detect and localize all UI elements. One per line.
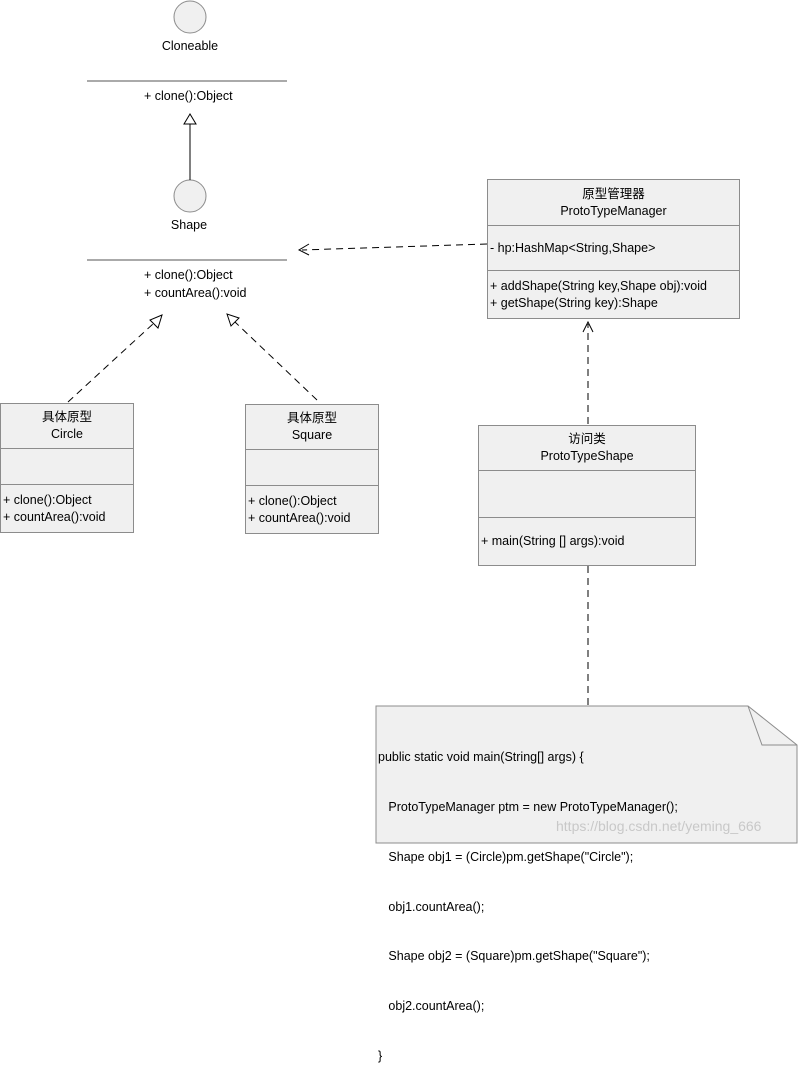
code-note-line: Shape obj1 = (Circle)pm.getShape("Circle… xyxy=(378,849,634,864)
code-note-shape xyxy=(375,705,798,844)
shape-name: Shape xyxy=(170,218,208,232)
square-title: 具体原型 Square xyxy=(246,405,378,449)
circle-to-shape-arrowhead xyxy=(149,314,163,329)
code-note-line: Shape obj2 = (Square)pm.getShape("Square… xyxy=(378,949,650,964)
shape-op-clone: + clone():Object xyxy=(144,268,233,282)
client-op-main: + main(String [] args):void xyxy=(481,534,625,548)
connector-layer xyxy=(67,0,798,844)
manager-title-en: ProtoTypeManager xyxy=(560,203,667,218)
manager-title-cn: 原型管理器 xyxy=(582,186,645,201)
circle-attributes xyxy=(1,448,133,484)
manager-attributes: - hp:HashMap<String,Shape> xyxy=(488,225,739,270)
code-note-line: obj1.countArea(); xyxy=(378,899,485,914)
client-to-manager-arrowhead xyxy=(582,320,594,333)
square-attributes xyxy=(246,449,378,485)
circle-title-en: Circle xyxy=(51,427,83,441)
client-title: 访问类 ProtoTypeShape xyxy=(479,426,695,470)
code-note-line: ProtoTypeManager ptm = new ProtoTypeMana… xyxy=(378,799,678,814)
client-attributes xyxy=(479,470,695,517)
circle-to-shape-line xyxy=(67,322,155,403)
client-title-en: ProtoTypeShape xyxy=(540,449,634,463)
prototype-manager-class[interactable]: 原型管理器 ProtoTypeManager - hp:HashMap<Stri… xyxy=(487,179,740,319)
manager-title: 原型管理器 ProtoTypeManager xyxy=(488,180,739,225)
square-to-shape-arrowhead xyxy=(226,313,240,327)
square-op-countarea: + countArea():void xyxy=(248,510,351,525)
client-title-cn: 访问类 xyxy=(568,432,606,446)
manager-op-addshape: + addShape(String key,Shape obj):void xyxy=(490,278,707,293)
watermark: https://blog.csdn.net/yeming_666 xyxy=(556,818,762,834)
client-operations: + main(String [] args):void xyxy=(479,517,695,565)
circle-op-clone: + clone():Object xyxy=(3,492,92,507)
square-operations: + clone():Object + countArea():void xyxy=(246,485,378,533)
circle-operations: + clone():Object + countArea():void xyxy=(1,484,133,532)
manager-to-shape-arrowhead xyxy=(297,243,310,256)
manager-operations: + addShape(String key,Shape obj):void + … xyxy=(488,270,739,318)
prototype-shape-class[interactable]: 访问类 ProtoTypeShape + main(String [] args… xyxy=(478,425,696,566)
code-note[interactable]: public static void main(String[] args) {… xyxy=(378,716,788,1081)
code-note-line: } xyxy=(378,1048,383,1063)
shape-interface-icon xyxy=(173,179,207,213)
square-op-clone: + clone():Object xyxy=(248,493,337,508)
circle-title: 具体原型 Circle xyxy=(1,404,133,448)
square-title-cn: 具体原型 xyxy=(286,411,337,425)
cloneable-op-clone: + clone():Object xyxy=(144,89,233,103)
code-note-line: obj2.countArea(); xyxy=(378,999,485,1014)
square-class[interactable]: 具体原型 Square + clone():Object + countArea… xyxy=(245,404,379,534)
circle-class[interactable]: 具体原型 Circle + clone():Object + countArea… xyxy=(0,403,134,533)
square-to-shape-line xyxy=(234,321,318,401)
manager-attr-hp: - hp:HashMap<String,Shape> xyxy=(490,240,656,255)
circle-title-cn: 具体原型 xyxy=(41,410,92,424)
manager-op-getshape: + getShape(String key):Shape xyxy=(490,295,658,310)
square-title-en: Square xyxy=(291,428,333,442)
circle-op-countarea: + countArea():void xyxy=(3,509,106,524)
manager-to-shape-line xyxy=(301,243,488,251)
cloneable-interface-icon xyxy=(173,0,207,34)
cloneable-name: Cloneable xyxy=(161,39,219,53)
code-note-line: public static void main(String[] args) { xyxy=(378,750,584,765)
code-note-fold xyxy=(747,705,797,746)
shape-op-countarea: + countArea():void xyxy=(144,286,247,300)
shape-to-cloneable-arrowhead xyxy=(183,113,197,125)
